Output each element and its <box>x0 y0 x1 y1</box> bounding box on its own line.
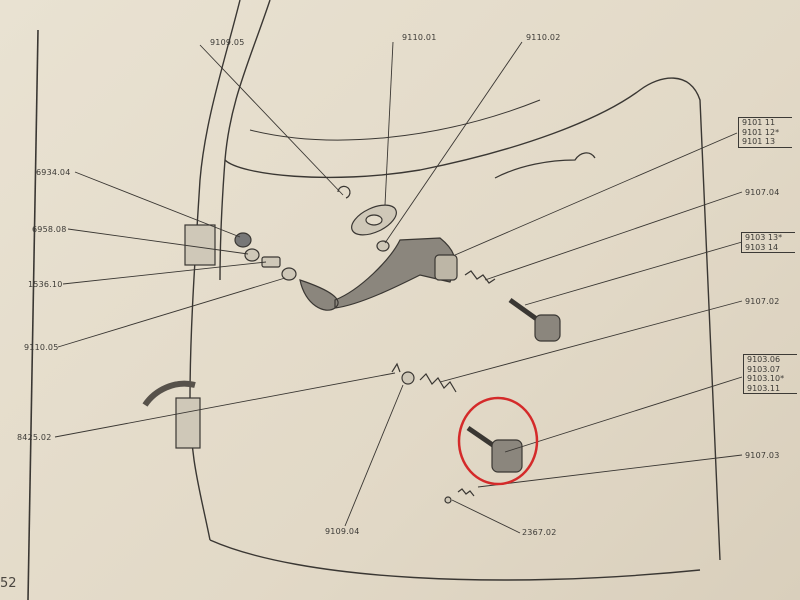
door-bottom-line <box>209 539 701 581</box>
group-item: 9103 14 <box>745 242 779 252</box>
spring-9107-03 <box>457 488 475 497</box>
washer-small <box>401 371 415 385</box>
door-outline <box>27 0 721 600</box>
group-item: 9101 13 <box>742 137 776 146</box>
group-item: 9103.11 <box>747 383 781 393</box>
callout-8425-02: 8425.02 <box>17 433 52 442</box>
group-item: 9101 12* <box>742 127 780 137</box>
parts <box>175 185 561 504</box>
hinge-upper <box>184 224 216 266</box>
circlip-9109-05 <box>337 185 351 199</box>
background-handle <box>494 152 596 179</box>
callout-6934-04: 6934.04 <box>36 168 71 177</box>
leader-line <box>451 499 521 534</box>
callout-6958-08: 6958.08 <box>32 225 67 234</box>
page-number: 52 <box>0 576 17 591</box>
leader-line <box>484 191 743 281</box>
leader-line <box>384 41 394 206</box>
callout-9107-03: 9107.03 <box>745 451 780 460</box>
window-line <box>249 99 541 141</box>
leader-line <box>199 44 344 196</box>
red-highlight-circle <box>457 396 539 486</box>
group-item: 9101 11 <box>742 118 776 127</box>
callout-9110-05: 9110.05 <box>24 343 59 352</box>
handle-end <box>434 254 458 281</box>
washer-9110-05 <box>281 267 297 281</box>
callout-2367-02: 2367.02 <box>522 528 557 537</box>
spring-9107-04 <box>464 270 496 284</box>
leader-line <box>384 41 523 244</box>
leader-line <box>477 454 743 488</box>
door-top-line <box>224 77 721 561</box>
callout-group-9101: 9101 11 9101 12* 9101 13 <box>738 117 792 148</box>
leader-line <box>524 241 743 306</box>
leader-line <box>62 261 267 285</box>
nut-6934-04 <box>234 232 252 248</box>
gasket-hole <box>365 214 383 226</box>
washer-6958-08 <box>244 248 260 262</box>
leader-line <box>54 372 396 438</box>
leader-line <box>439 300 743 383</box>
group-item: 9103.07 <box>747 364 781 374</box>
leader-line <box>454 132 738 256</box>
leader-lines <box>54 41 743 534</box>
callout-9107-04: 9107.04 <box>745 188 780 197</box>
hinge-lower <box>175 397 201 449</box>
callout-9110-01: 9110.01 <box>402 33 437 42</box>
window-frame-edge <box>219 0 271 281</box>
leader-line <box>67 228 249 255</box>
group-item: 9103.06 <box>747 355 781 364</box>
pushbutton-9103-13 <box>534 314 561 342</box>
leader-line <box>504 376 743 453</box>
leader-line <box>344 384 404 527</box>
callout-9109-05: 9109.05 <box>210 38 245 47</box>
nut-9110-02 <box>376 240 390 252</box>
group-item: 9103 13* <box>745 233 783 242</box>
page-margin-line <box>27 29 39 600</box>
callout-1536-10: 1536.10 <box>28 280 63 289</box>
callout-group-9103-b: 9103.06 9103.07 9103.10* 9103.11 <box>743 354 797 394</box>
hinge-arm <box>142 380 196 407</box>
ball-2367-02 <box>444 496 452 504</box>
group-item: 9103.10* <box>747 374 785 383</box>
callout-9107-02: 9107.02 <box>745 297 780 306</box>
leader-line <box>74 171 241 238</box>
spring-9107-02 <box>419 373 457 393</box>
callout-group-9103-a: 9103 13* 9103 14 <box>741 232 795 253</box>
leader-line <box>57 277 286 348</box>
plunger-9103-06 <box>491 439 523 473</box>
door-frame-edge <box>189 0 241 541</box>
callout-9109-04: 9109.04 <box>325 527 360 536</box>
callout-9110-02: 9110.02 <box>526 33 561 42</box>
clip-9109-04 <box>391 362 401 373</box>
